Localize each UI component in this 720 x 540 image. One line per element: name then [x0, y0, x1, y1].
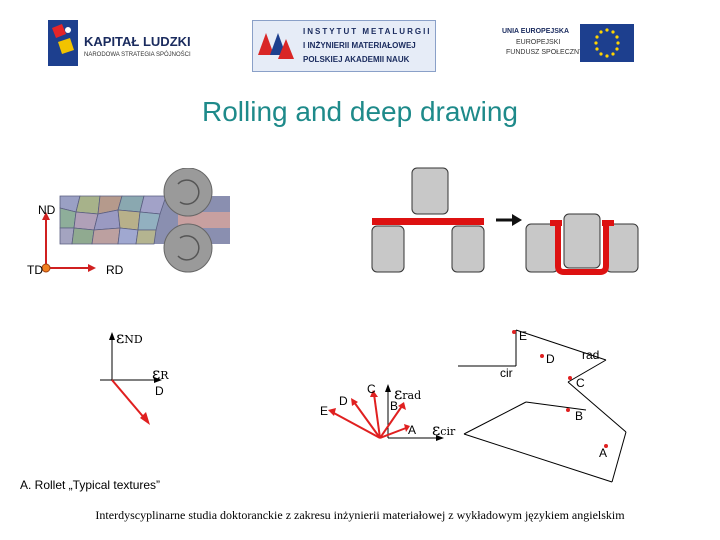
eps-cir-symbol: ε [432, 420, 441, 439]
eps-r-label: εR [152, 364, 169, 383]
kapital-ludzki-logo: KAPITAŁ LUDZKI NARODOWA STRATEGIA SPÓJNO… [48, 20, 208, 68]
middle-c-label: C [367, 382, 376, 396]
axis-rd-label: RD [106, 263, 124, 277]
eps-nd-subscript: ND [124, 333, 143, 346]
axis-td-label: TD [27, 263, 43, 277]
eu-line-1: UNIA EUROPEJSKA [502, 28, 570, 35]
deep-drawing-figure [371, 167, 639, 275]
strain-diagram-middle [328, 384, 444, 441]
middle-d-label: D [339, 394, 348, 408]
eu-line-3: FUNDUSZ SPOŁECZNY [506, 49, 584, 56]
citation: A. Rollet „Typical textures” [20, 478, 161, 492]
eps-cir-subscript: cir [440, 425, 456, 438]
rolling-microstructure-figure [41, 168, 230, 273]
institute-emblem-icon [258, 33, 294, 59]
strain-path-diagram [458, 329, 627, 483]
middle-b-label: B [390, 399, 399, 413]
right-e-label: E [519, 329, 528, 343]
eps-rad-label: εrad [394, 384, 421, 403]
kapital-ludzki-subtitle: NARODOWA STRATEGIA SPÓJNOŚCI [84, 52, 191, 58]
eu-logo: UNIA EUROPEJSKA EUROPEJSKI FUNDUSZ SPOŁE… [502, 24, 634, 64]
right-rad-label: rad [582, 348, 600, 362]
kapital-ludzki-title: KAPITAŁ LUDZKI [84, 34, 191, 49]
middle-e-label: E [320, 404, 329, 418]
eps-r-symbol: ε [152, 364, 161, 383]
right-d-label: D [546, 352, 555, 366]
left-d-label: D [155, 384, 164, 398]
footer-text: Interdyscyplinarne studia doktoranckie z… [95, 508, 625, 522]
right-cir-label: cir [500, 366, 513, 380]
eps-r-subscript: R [160, 369, 169, 382]
institute-line-3: POLSKIEJ AKADEMII NAUK [303, 55, 410, 64]
right-c-label: C [576, 376, 585, 390]
axis-nd-label: ND [38, 203, 56, 217]
right-a-label: A [599, 446, 608, 460]
eps-cir-label: εcir [432, 420, 455, 439]
institute-logo: INSTYTUT METALURGII I INŻYNIERII MATERIA… [252, 20, 436, 72]
strain-diagram-left [100, 332, 162, 425]
slide-title: Rolling and deep drawing [202, 96, 518, 127]
eps-rad-subscript: rad [402, 389, 422, 402]
eps-nd-symbol: ε [116, 328, 125, 347]
kapital-ludzki-emblem-icon [48, 20, 78, 66]
eps-rad-symbol: ε [394, 384, 403, 403]
institute-line-1: INSTYTUT METALURGII [303, 27, 432, 36]
middle-a-label: A [408, 423, 417, 437]
eu-flag-icon [580, 24, 634, 62]
institute-line-2: I INŻYNIERII MATERIAŁOWEJ [303, 41, 416, 50]
right-b-label: B [575, 409, 584, 423]
eu-line-2: EUROPEJSKI [516, 39, 561, 46]
eps-nd-label: εND [116, 328, 143, 347]
